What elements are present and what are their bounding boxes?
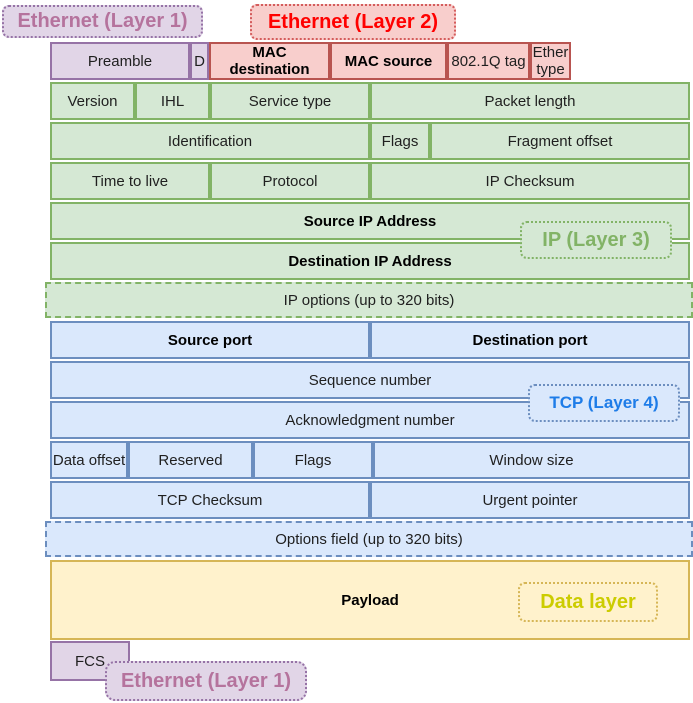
label-ip-layer3: IP (Layer 3) <box>520 221 672 259</box>
label-ethernet-layer1-top: Ethernet (Layer 1) <box>2 5 203 38</box>
field-version: Version <box>50 82 135 120</box>
field-preamble: Preamble <box>50 42 190 80</box>
field-identification: Identification <box>50 122 370 160</box>
label-ethernet-layer1-bottom: Ethernet (Layer 1) <box>105 661 307 701</box>
field-8021q-tag: 802.1Q tag <box>447 42 530 80</box>
field-ether-type: Ether type <box>530 42 571 80</box>
field-destination-port: Destination port <box>370 321 690 359</box>
field-ihl: IHL <box>135 82 210 120</box>
field-protocol: Protocol <box>210 162 370 200</box>
label-data-layer: Data layer <box>518 582 658 622</box>
label-tcp-layer4: TCP (Layer 4) <box>528 384 680 422</box>
field-delimiter: D <box>190 42 209 80</box>
field-ip-options: IP options (up to 320 bits) <box>45 282 693 318</box>
field-time-to-live: Time to live <box>50 162 210 200</box>
field-window-size: Window size <box>373 441 690 479</box>
field-service-type: Service type <box>210 82 370 120</box>
field-mac-destination: MAC destination <box>209 42 330 80</box>
field-tcp-options: Options field (up to 320 bits) <box>45 521 693 557</box>
field-tcp-checksum: TCP Checksum <box>50 481 370 519</box>
field-urgent-pointer: Urgent pointer <box>370 481 690 519</box>
field-mac-source: MAC source <box>330 42 447 80</box>
field-reserved: Reserved <box>128 441 253 479</box>
field-ip-checksum: IP Checksum <box>370 162 690 200</box>
field-tcp-flags: Flags <box>253 441 373 479</box>
field-ip-flags: Flags <box>370 122 430 160</box>
field-fragment-offset: Fragment offset <box>430 122 690 160</box>
label-ethernet-layer2: Ethernet (Layer 2) <box>250 4 456 40</box>
field-packet-length: Packet length <box>370 82 690 120</box>
field-data-offset: Data offset <box>50 441 128 479</box>
field-source-port: Source port <box>50 321 370 359</box>
